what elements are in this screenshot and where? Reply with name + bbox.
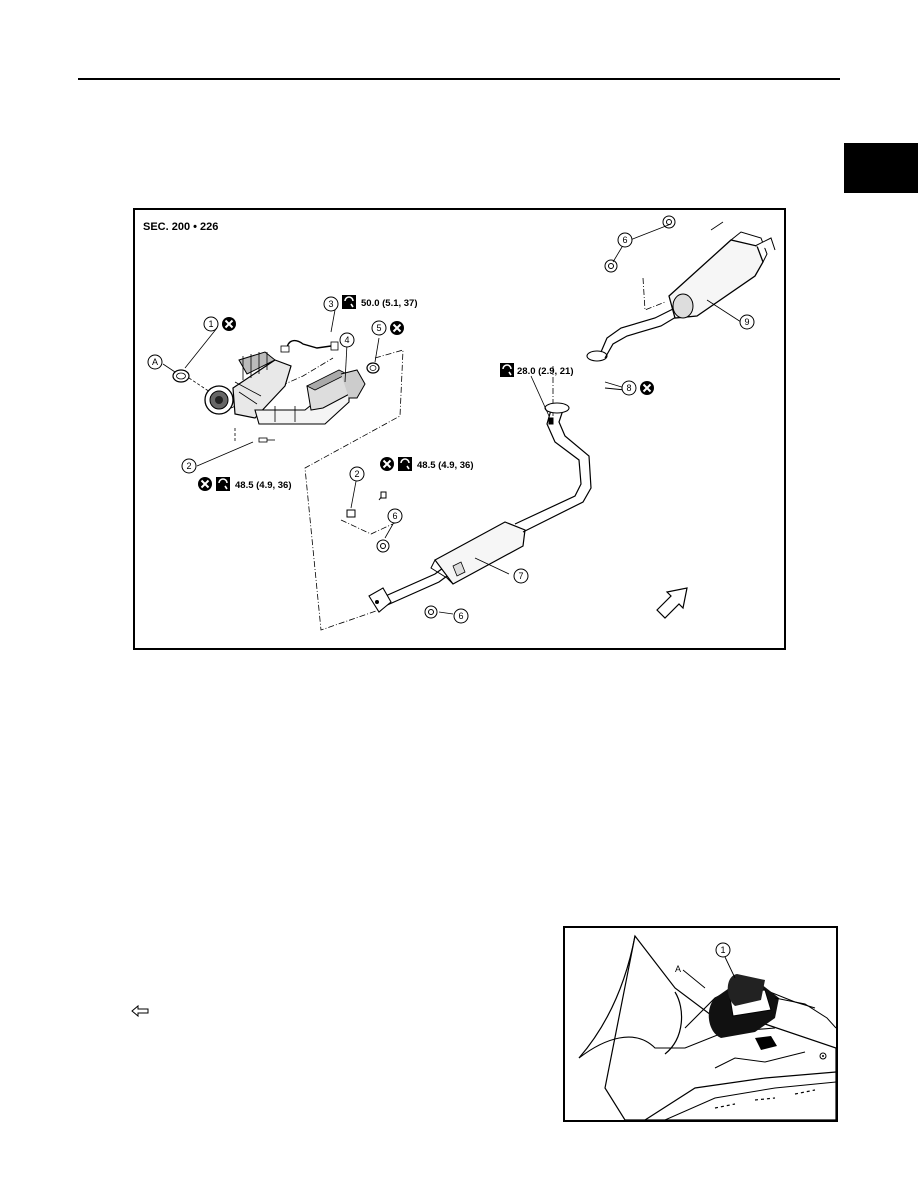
callout-6-bottom: 6	[453, 608, 469, 624]
callout-5: 5	[371, 320, 405, 336]
oxygen-sensor	[280, 309, 339, 353]
torque-wrench-icon	[499, 362, 515, 378]
muffler-photo: A 1	[563, 926, 838, 1122]
torque-center-nut: 28.0 (2.9, 21)	[499, 362, 574, 378]
gasket-5	[366, 337, 380, 374]
do-not-reuse-icon	[221, 316, 237, 332]
callout-1: 1	[203, 316, 237, 332]
torque-front-tube-bolt: 48.5 (4.9, 36)	[379, 456, 474, 472]
photo-label-a: A	[675, 964, 681, 974]
svg-text:1: 1	[208, 319, 213, 329]
torque-wrench-icon	[215, 476, 231, 492]
callout-3: 3 50.0 (5.1, 37)	[323, 294, 418, 312]
callout-6-top: 6	[617, 232, 633, 248]
main-muffler	[586, 221, 776, 362]
callout-9: 9	[739, 314, 755, 330]
torque-wrench-icon	[397, 456, 413, 472]
svg-text:A: A	[152, 357, 158, 367]
do-not-reuse-icon	[197, 476, 213, 492]
section-index-tab	[844, 143, 918, 193]
muffler-photo-svg: A 1	[565, 928, 836, 1120]
svg-text:48.5 (4.9, 36): 48.5 (4.9, 36)	[417, 460, 474, 471]
svg-text:4: 4	[344, 335, 349, 345]
rubber-mounts	[376, 215, 676, 619]
svg-text:2: 2	[186, 461, 191, 471]
bolts	[346, 387, 626, 518]
svg-text:48.5 (4.9, 36): 48.5 (4.9, 36)	[235, 480, 292, 491]
callout-2-left: 2	[181, 458, 197, 474]
svg-text:6: 6	[458, 611, 463, 621]
callout-7: 7	[513, 568, 529, 584]
svg-text:6: 6	[622, 235, 627, 245]
svg-text:3: 3	[328, 299, 333, 309]
svg-text:2: 2	[354, 469, 359, 479]
back-arrow-icon[interactable]	[130, 1004, 150, 1023]
callout-8: 8	[621, 380, 655, 396]
svg-text:8: 8	[626, 383, 631, 393]
photo-callout-1: 1	[720, 945, 725, 955]
svg-text:7: 7	[518, 571, 523, 581]
front-direction-arrow-icon	[656, 587, 688, 619]
center-exhaust-tube	[368, 402, 592, 613]
exhaust-diagram-svg: SEC. 200 • 226	[143, 215, 776, 631]
header-rule	[78, 78, 840, 80]
svg-text:9: 9	[744, 317, 749, 327]
svg-text:28.0 (2.9, 21): 28.0 (2.9, 21)	[517, 366, 574, 377]
torque-manifold-nut: 48.5 (4.9, 36)	[197, 476, 292, 492]
exhaust-system-diagram: SEC. 200 • 226	[133, 208, 786, 650]
callout-2-center: 2	[349, 466, 365, 482]
photo-callout-circle	[715, 942, 731, 958]
do-not-reuse-icon	[639, 380, 655, 396]
svg-text:6: 6	[392, 511, 397, 521]
exhaust-manifold-catalyst	[172, 351, 366, 443]
callout-6-center: 6	[387, 508, 403, 524]
torque-wrench-icon	[341, 294, 357, 310]
do-not-reuse-icon	[389, 320, 405, 336]
svg-text:50.0 (5.1, 37): 50.0 (5.1, 37)	[361, 298, 418, 309]
callout-a: A	[147, 354, 163, 370]
svg-text:5: 5	[376, 323, 381, 333]
do-not-reuse-icon	[379, 456, 395, 472]
callout-4: 4	[339, 332, 355, 348]
section-label: SEC. 200 • 226	[143, 221, 218, 233]
